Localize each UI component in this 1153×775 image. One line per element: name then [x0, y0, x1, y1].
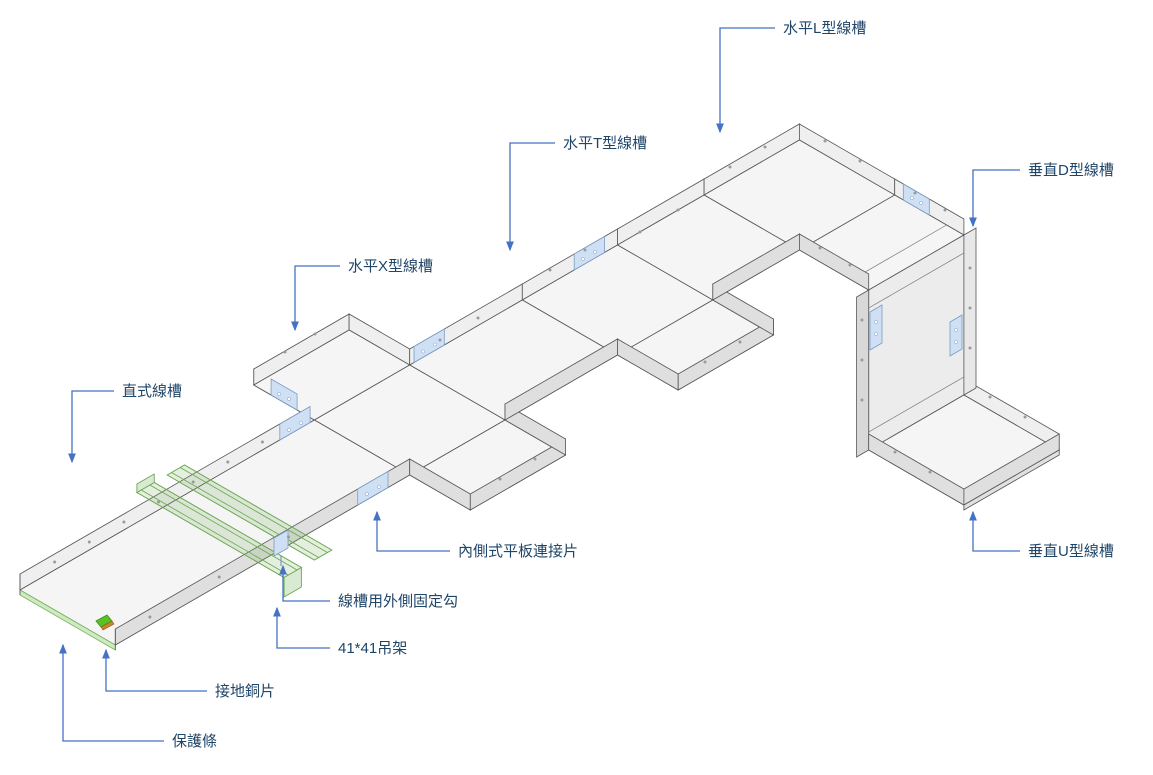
outer-fixing-hook — [273, 529, 289, 566]
label-vertical-u: 垂直U型線槽 — [1028, 543, 1114, 560]
label-inner-plate: 內側式平板連接片 — [458, 542, 578, 560]
label-protect-strip: 保護條 — [172, 733, 217, 750]
label-horizontal-t: 水平T型線槽 — [563, 135, 647, 152]
label-hanger: 41*41吊架 — [338, 640, 407, 657]
hanger-channel-top-cap — [136, 473, 155, 494]
connector-plates — [270, 183, 963, 506]
hanger-channel-bottom-cap — [283, 566, 302, 598]
vertical-right-rail — [963, 227, 977, 396]
leader-vertical-u — [969, 510, 1020, 552]
label-vertical-d: 垂直D型線槽 — [1028, 162, 1114, 179]
hanger-channels — [135, 464, 333, 598]
leader-lines — [59, 27, 1020, 742]
tray-far-walls — [19, 123, 1060, 591]
tray-ends — [19, 449, 1060, 651]
right-run-near-wall — [799, 233, 870, 291]
ground-plate-copper — [100, 620, 115, 631]
leader-hanger — [273, 606, 330, 649]
leader-horizontal-t — [506, 142, 555, 252]
label-straight: 直式線槽 — [122, 383, 182, 400]
bottom-run-end-edge — [963, 449, 1060, 511]
grounding-copper-plate — [95, 614, 115, 631]
connector-plate — [279, 405, 311, 441]
hook-clip — [273, 529, 289, 557]
leader-vertical-d — [969, 169, 1020, 228]
connector-plate — [413, 328, 445, 364]
leader-ground-plate — [102, 648, 207, 692]
connector-plate — [902, 183, 930, 216]
connector-plate — [949, 314, 963, 357]
label-horizontal-x: 水平X型線槽 — [348, 258, 433, 275]
connector-plate — [573, 235, 605, 271]
connector-plate — [270, 378, 298, 411]
bend-lines — [851, 224, 965, 433]
inner-flat-connector-plate — [357, 470, 389, 506]
leader-inner-plate — [373, 510, 450, 552]
leader-outer-hook — [279, 564, 330, 602]
leader-horizontal-l — [716, 27, 775, 134]
vertical-section-rails — [856, 227, 977, 458]
label-horizontal-l: 水平L型線槽 — [783, 20, 866, 37]
hanger-channel-2 — [166, 464, 333, 561]
connector-plate — [869, 304, 883, 351]
label-ground-plate: 接地銅片 — [215, 683, 275, 700]
labels: 水平L型線槽 水平T型線槽 垂直D型線槽 水平X型線槽 直式線槽 內側式平板連接… — [122, 20, 1114, 750]
wall-holes — [53, 139, 1027, 619]
leader-protect-strip — [59, 643, 164, 742]
leader-straight — [68, 390, 114, 464]
vertical-left-rail — [856, 289, 870, 458]
tray-near-walls — [114, 233, 1060, 646]
leader-horizontal-x — [291, 265, 340, 332]
label-outer-hook: 線槽用外側固定勾 — [338, 593, 458, 610]
